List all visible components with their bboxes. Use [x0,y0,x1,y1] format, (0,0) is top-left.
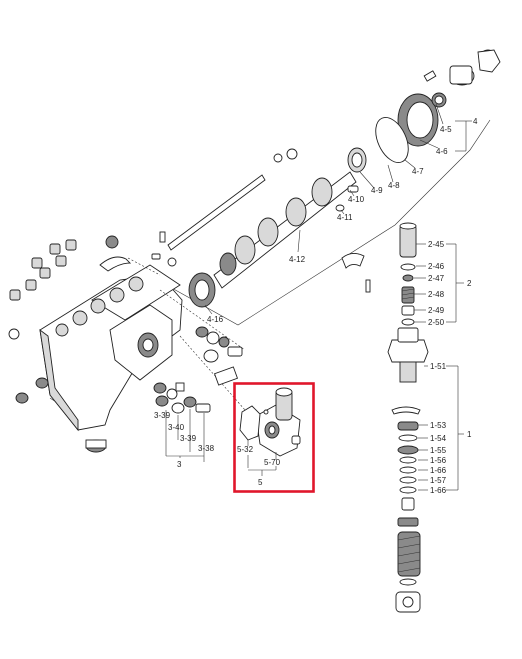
part-camshaft [213,171,357,289]
assembly-2-delivery-valve [399,222,464,326]
pump-housing-assembly [39,257,246,453]
part-barrel-flange-1-51 [387,327,429,383]
callout-2: 2 [467,279,472,288]
assembly-3-fittings [153,382,211,462]
callout-4-16: 4-16 [207,315,224,324]
callout-4-8: 4-8 [388,181,400,190]
callout-2-47: 2-47 [428,274,445,283]
callout-2-50: 2-50 [428,318,445,327]
callout-4-7: 4-7 [412,167,424,176]
center-fittings [195,326,243,386]
callout-1-56: 1-56 [430,456,447,465]
callout-3-40: 3-40 [168,423,185,432]
part-control-rod [167,148,298,267]
assembly-4-camshaft-group [167,49,501,326]
part-plunger-spring [397,531,421,577]
governor-cover [109,304,173,381]
callout-1-54: 1-54 [430,434,447,443]
callout-5: 5 [258,478,263,487]
part-bearing-4-16 [188,272,216,308]
part-drive-gear [397,92,447,147]
assembly-1-plunger [387,327,464,613]
housing-bores [55,276,144,337]
callout-4-11: 4-11 [337,213,353,222]
callout-1-66-b: 1-66 [430,486,447,495]
callout-5-70: 5-70 [264,458,281,467]
callout-2-45: 2-45 [428,240,445,249]
callout-4-9: 4-9 [371,186,383,195]
part-bracket [341,253,371,293]
callout-4-6: 4-6 [436,147,448,156]
part-tappet [395,591,421,613]
callout-4: 4 [473,117,478,126]
callout-5-32: 5-32 [237,445,254,454]
callout-3-39-b: 3-39 [180,434,197,443]
callout-4-5: 4-5 [440,125,452,134]
callout-1-66-a: 1-66 [430,466,447,475]
callout-1: 1 [467,430,472,439]
callout-1-55: 1-55 [430,446,447,455]
callout-3: 3 [177,460,182,469]
callout-2-46: 2-46 [428,262,445,271]
callout-2-49: 2-49 [428,306,445,315]
callout-1-51: 1-51 [430,362,447,371]
callout-4-10: 4-10 [348,195,365,204]
callout-1-53: 1-53 [430,421,447,430]
callout-3-39-a: 3-39 [154,411,171,420]
part-feed-pump [255,387,301,457]
part-coupling-hub [423,49,501,86]
part-spring-2-48 [401,286,415,304]
callout-4-12: 4-12 [289,255,306,264]
callout-1-57: 1-57 [430,476,447,485]
highlight-box [233,382,315,493]
part-gasket-5-32 [239,405,261,441]
assembly-5-feed-pump [233,382,315,493]
callout-labels: 4-5 4 4-6 4-7 4-8 4-9 4-10 4-11 4-12 4-1… [154,117,478,495]
part-o-ring-4-8 [375,117,409,163]
left-fittings [8,328,57,404]
callout-3-38: 3-38 [198,444,215,453]
delivery-valve-holders [9,231,166,301]
callout-2-48: 2-48 [428,290,445,299]
